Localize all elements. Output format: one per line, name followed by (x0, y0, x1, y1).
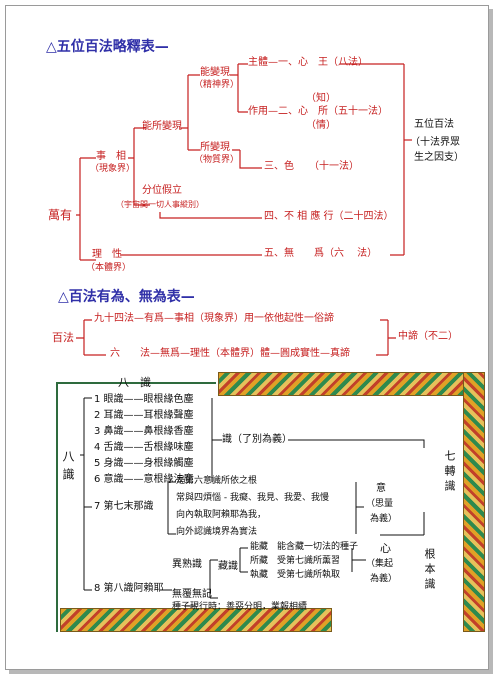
seven-right-bracket (355, 482, 364, 534)
page-frame (5, 5, 489, 670)
section2-title: △百法有為、無為表— (58, 289, 195, 305)
zhi-label: （知） (306, 93, 336, 104)
seven-item-1: 是第六意識所依之根 (176, 476, 258, 486)
cang-right-bracket (351, 548, 366, 572)
fenwei-label: 分位假立 (142, 185, 182, 196)
shixiang-label: 事 相 (96, 151, 126, 162)
shi-item-1: 1 眼識——眼根緣色塵 (94, 394, 194, 405)
xin-sub1: （集起 (366, 559, 394, 569)
suo-sub: （物質界） (194, 155, 240, 165)
left-rule (56, 382, 58, 632)
eight-bracket (209, 559, 218, 599)
bashi-bracket (80, 397, 92, 591)
neng-label: 能變現 (200, 67, 230, 78)
seven-label: 7 第七末那識 (94, 501, 154, 512)
bashi-label: 八識 (61, 450, 75, 486)
se-row: 三、色 （十一法） (264, 161, 359, 172)
lixing-label: 理 性 (92, 249, 122, 260)
baifa-bracket (76, 319, 106, 356)
root-label: 萬有 (48, 208, 73, 222)
zuoyong-row: 作用—二、心 所（五十一法） (248, 106, 388, 117)
seven-item-2: 常與四煩惱 - 我癡、我見、我愛、我慢 (176, 493, 329, 503)
zhuti-row: 主體—一、心 王（八法） (248, 57, 368, 68)
seven-item-4: 向外認識境界為實法 (176, 527, 258, 537)
shi-item-3: 3 鼻識——鼻根緣香塵 (94, 426, 194, 437)
right-title: 五位百法 (414, 119, 454, 130)
zhongdi-bracket (376, 319, 396, 356)
shi-item-6: 6 意識——意根緣法塵 (94, 474, 194, 485)
shi-label: 識（了別為義） (222, 434, 292, 445)
cang-bracket (239, 547, 248, 573)
genben-label: 根本識 (423, 548, 436, 593)
seven-bracket (167, 481, 176, 535)
qizhuan-line (380, 512, 425, 536)
eight-label: 8 第八識阿賴耶 (94, 583, 164, 594)
wuwei-row: 五、無 爲（六 法） (264, 248, 378, 259)
decor-band-top (218, 372, 466, 396)
right-sub2: 生之因支） (414, 152, 464, 163)
section1-title: △五位百法略釋表— (46, 39, 169, 55)
baifa-label: 百法 (52, 331, 74, 344)
top-rule (56, 382, 216, 384)
buxiangying-row: 四、不 相 應 行（二十四法） (264, 211, 394, 222)
zhongzi-row: 種子現行時：善惡分明，業報相續 (172, 602, 308, 612)
yi-sub2: 為義） (370, 514, 398, 524)
wumouji-label: 無覆無記 (172, 589, 212, 600)
line2: 六 法—無爲—理性（本體界）體—圓成實性—真諦 (110, 348, 350, 359)
cang-item-3: 執藏 受第七識所執取 (250, 570, 341, 580)
right-sub1: （十法界眾 (410, 137, 460, 148)
six-bracket (211, 398, 222, 482)
nengsuo-label: 能所變現 (142, 121, 182, 132)
lixing-sub: （本體界） (86, 263, 132, 273)
suo-line (232, 149, 262, 169)
fenwei-sub: （宇宙間一切人事縱別） (116, 200, 204, 209)
decor-band-bottom (60, 608, 332, 632)
shixiang-bracket (128, 127, 150, 206)
shi-line (288, 439, 425, 448)
neng-sub: （精神界） (194, 80, 240, 90)
yi-label: 意 (376, 483, 386, 494)
xin-label: 心 (380, 542, 391, 555)
cang-item-1: 能藏 能含藏一切法的種子 (250, 542, 359, 552)
xin-sub2: 為義） (370, 574, 398, 584)
qizhuan-label: 七轉識 (443, 450, 456, 495)
zangshi-label: 異熟識 (172, 559, 202, 570)
neng-bracket (230, 63, 248, 113)
seven-item-3: 向內執取阿賴耶為我， (176, 510, 267, 520)
zhongdi-label: 中諦（不二） (398, 331, 458, 342)
cang-item-2: 所藏 受第七識所薰習 (250, 556, 341, 566)
qing-label: （情） (306, 120, 336, 131)
zangshi2-label: 藏識 (218, 561, 238, 572)
root-bracket (76, 157, 96, 261)
fenwei-line (159, 212, 262, 219)
shixiang-sub: （現象界） (90, 164, 136, 174)
suo-label: 所變現 (200, 142, 230, 153)
shi-item-4: 4 舌識——舌根緣味塵 (94, 442, 194, 453)
decor-band-right (463, 372, 485, 632)
yi-sub1: （思量 (366, 499, 394, 509)
shi-item-5: 5 身識——身根緣觸塵 (94, 458, 194, 469)
section3-title: 八 識 (118, 376, 151, 389)
shi-item-2: 2 耳識——耳根緣聲塵 (94, 410, 194, 421)
nengsuo-bracket (180, 74, 200, 151)
line1: 九十四法—有爲—事相（現象界）用一依他起性一俗諦 (94, 313, 334, 324)
right-bracket (340, 63, 405, 256)
